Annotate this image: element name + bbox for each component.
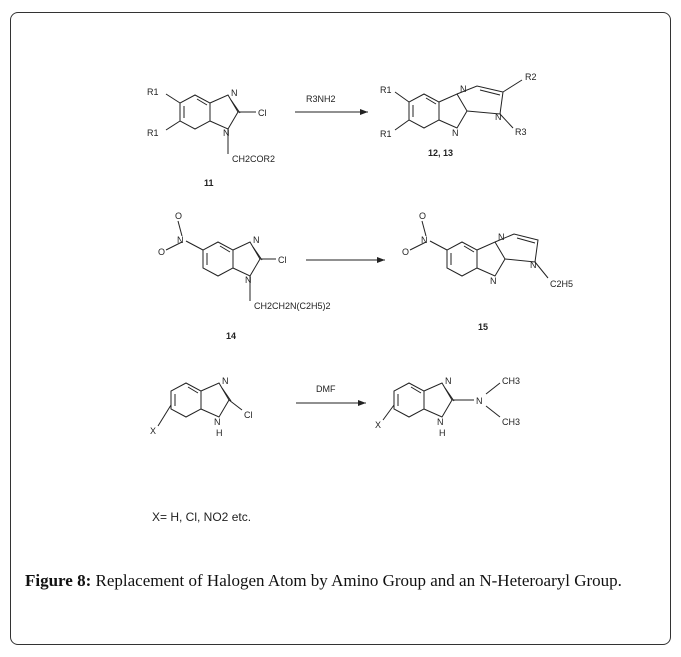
svg-text:N: N xyxy=(245,275,252,285)
svg-text:X: X xyxy=(150,426,156,436)
figure-caption-text: Replacement of Halogen Atom by Amino Gro… xyxy=(91,571,622,590)
svg-text:N: N xyxy=(490,276,497,286)
svg-text:R1: R1 xyxy=(147,128,159,138)
compound-number-14: 14 xyxy=(226,331,236,341)
benzimidazole-reactant: X N N H Cl xyxy=(150,376,253,438)
substituent-note: X= H, Cl, NO2 etc. xyxy=(152,510,252,524)
svg-text:N: N xyxy=(421,235,428,245)
svg-text:Cl: Cl xyxy=(258,108,267,118)
svg-text:R1: R1 xyxy=(380,85,392,95)
svg-text:R1: R1 xyxy=(380,129,392,139)
svg-text:N: N xyxy=(495,112,502,122)
svg-text:X: X xyxy=(375,420,381,430)
svg-text:CH3: CH3 xyxy=(502,417,520,427)
reaction-scheme: R1 R1 N N Cl CH2COR2 11 R3NH2 R1 R1 N N … xyxy=(147,72,573,438)
figure-label: Figure 8: xyxy=(25,571,92,590)
compound-12-13: R1 R1 N N N R2 R3 12, 13 xyxy=(380,72,537,158)
svg-text:N: N xyxy=(223,128,230,138)
svg-text:R1: R1 xyxy=(147,87,159,97)
svg-text:N: N xyxy=(498,232,505,242)
svg-text:N: N xyxy=(445,376,452,386)
figure-frame xyxy=(10,12,671,645)
svg-text:R3: R3 xyxy=(515,127,527,137)
svg-text:N: N xyxy=(253,235,260,245)
svg-text:N: N xyxy=(460,84,467,94)
figure-caption: Figure 8: Replacement of Halogen Atom by… xyxy=(25,570,657,592)
reagent-dmf: DMF xyxy=(316,384,336,394)
svg-text:CH2COR2: CH2COR2 xyxy=(232,154,275,164)
svg-text:O: O xyxy=(175,211,182,221)
svg-text:N: N xyxy=(214,417,221,427)
reagent-r3nh2: R3NH2 xyxy=(306,94,336,104)
compound-11: R1 R1 N N Cl CH2COR2 11 xyxy=(147,87,275,188)
svg-text:N: N xyxy=(222,376,229,386)
svg-text:Cl: Cl xyxy=(278,255,287,265)
svg-text:O: O xyxy=(419,211,426,221)
compound-14: O N O N N Cl CH2CH2N(C2H5)2 14 xyxy=(158,211,331,341)
svg-text:R2: R2 xyxy=(525,72,537,82)
svg-text:O: O xyxy=(158,247,165,257)
svg-text:C2H5: C2H5 xyxy=(550,279,573,289)
svg-text:N: N xyxy=(530,260,537,270)
svg-text:H: H xyxy=(216,428,223,438)
compound-15: O N O N N N C2H5 15 xyxy=(402,211,573,332)
svg-text:Cl: Cl xyxy=(244,410,253,420)
compound-number-15: 15 xyxy=(478,322,488,332)
svg-text:N: N xyxy=(476,396,483,406)
svg-text:CH3: CH3 xyxy=(502,376,520,386)
svg-text:H: H xyxy=(439,428,446,438)
svg-text:CH2CH2N(C2H5)2: CH2CH2N(C2H5)2 xyxy=(254,301,331,311)
svg-text:O: O xyxy=(402,247,409,257)
svg-text:N: N xyxy=(452,128,459,138)
dimethylamino-product: X N N H N CH3 CH3 xyxy=(375,376,520,438)
svg-text:N: N xyxy=(177,235,184,245)
svg-text:N: N xyxy=(231,88,238,98)
compound-number-12-13: 12, 13 xyxy=(428,148,453,158)
svg-text:N: N xyxy=(437,417,444,427)
compound-number-11: 11 xyxy=(204,178,214,188)
